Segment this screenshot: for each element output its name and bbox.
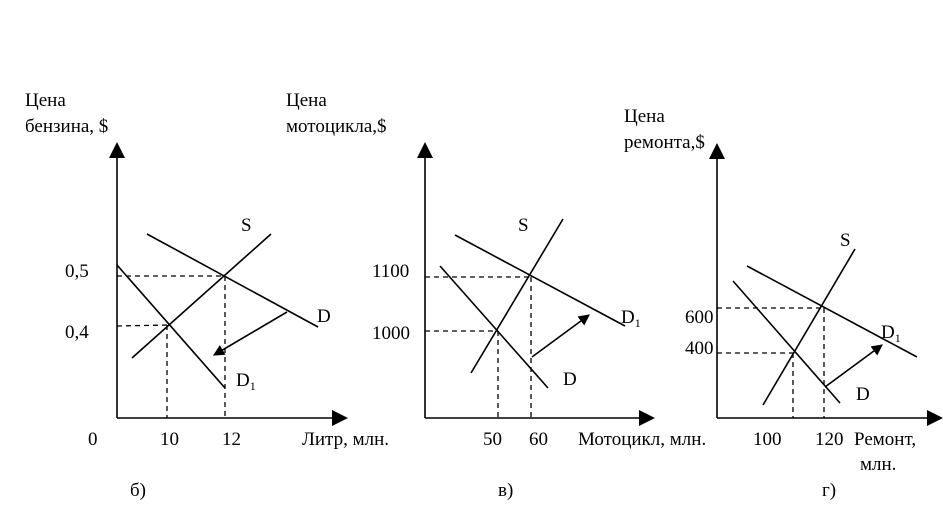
panel-g-x-label-line2: млн.	[860, 454, 896, 475]
panel-v-y-label-line1: Цена	[286, 90, 327, 111]
panel-g: Цена ремонта,$ S D1 D 600 400 100 120 Ре…	[624, 106, 943, 501]
panel-v-demand-curve	[439, 265, 549, 389]
panel-v-caption: в)	[498, 480, 513, 501]
panel-b: Цена бензина, $ S D D1 0,5 0,4 0 10 12 Л…	[25, 90, 389, 501]
panel-v-demand-d1-curve	[454, 234, 626, 327]
panel-v-x-axis-arrow	[639, 410, 655, 426]
panel-g-y-axis-arrow	[709, 143, 725, 159]
panel-g-y-tick-600: 600	[685, 307, 714, 328]
panel-g-y-label-line2: ремонта,$	[624, 132, 705, 153]
panel-b-label-d: D	[317, 306, 331, 327]
panel-v-shift-arrow	[531, 314, 590, 358]
panel-g-x-tick-100: 100	[753, 429, 782, 450]
panel-v-x-tick-50: 50	[483, 429, 502, 450]
panel-b-y-label-line2: бензина, $	[25, 116, 108, 137]
panel-g-x-axis-arrow	[927, 410, 943, 426]
panel-b-x-label: Литр, млн.	[302, 429, 389, 450]
panel-b-y-label-line1: Цена	[25, 90, 66, 111]
panel-b-origin-label: 0	[88, 429, 98, 450]
panel-v: Цена мотоцикла,$ S D1 D 1100 1000 50 60 …	[286, 90, 706, 501]
panel-b-y-axis-arrow	[109, 142, 125, 158]
panel-g-x-label-line1: Ремонт,	[854, 429, 916, 450]
panel-g-caption: г)	[822, 480, 836, 501]
panel-b-guide-04	[116, 324, 169, 327]
panel-g-supply-curve	[762, 248, 856, 406]
panel-b-x-axis-arrow	[332, 410, 348, 426]
panel-b-y-tick-05: 0,5	[65, 261, 89, 282]
panel-b-label-s: S	[241, 215, 252, 236]
panel-v-x-label: Мотоцикл, млн.	[578, 429, 706, 450]
panel-g-y-label-line1: Цена	[624, 106, 665, 127]
panel-b-demand-d1-curve	[116, 264, 226, 389]
panel-v-label-s: S	[518, 215, 529, 236]
panel-g-label-d: D	[856, 384, 870, 405]
panel-g-y-tick-400: 400	[685, 338, 714, 359]
panel-b-supply-curve	[131, 233, 272, 359]
panel-g-demand-d1-curve	[746, 265, 918, 358]
panel-b-caption: б)	[130, 480, 146, 501]
panel-v-y-axis-arrow	[417, 142, 433, 158]
panel-b-demand-curve	[146, 233, 319, 328]
panel-v-y-tick-1100: 1100	[372, 261, 409, 282]
panel-g-x-tick-120: 120	[815, 429, 844, 450]
panel-g-demand-curve	[732, 280, 841, 404]
panel-b-y-tick-04: 0,4	[65, 322, 89, 343]
panel-v-label-d: D	[563, 369, 577, 390]
panel-b-label-d1: D1	[236, 370, 256, 393]
panel-v-supply-curve	[470, 218, 564, 374]
panel-b-x-tick-10: 10	[160, 429, 179, 450]
panel-b-shift-arrow	[213, 311, 288, 356]
panel-g-shift-arrow	[824, 344, 883, 388]
panel-v-y-label-line2: мотоцикла,$	[286, 116, 387, 137]
panel-b-x-tick-12: 12	[222, 429, 241, 450]
panel-g-label-d1: D1	[881, 322, 901, 345]
panel-g-label-s: S	[840, 230, 851, 251]
panel-v-x-tick-60: 60	[529, 429, 548, 450]
panel-v-y-tick-1000: 1000	[372, 323, 410, 344]
panel-v-label-d1: D1	[621, 307, 641, 330]
